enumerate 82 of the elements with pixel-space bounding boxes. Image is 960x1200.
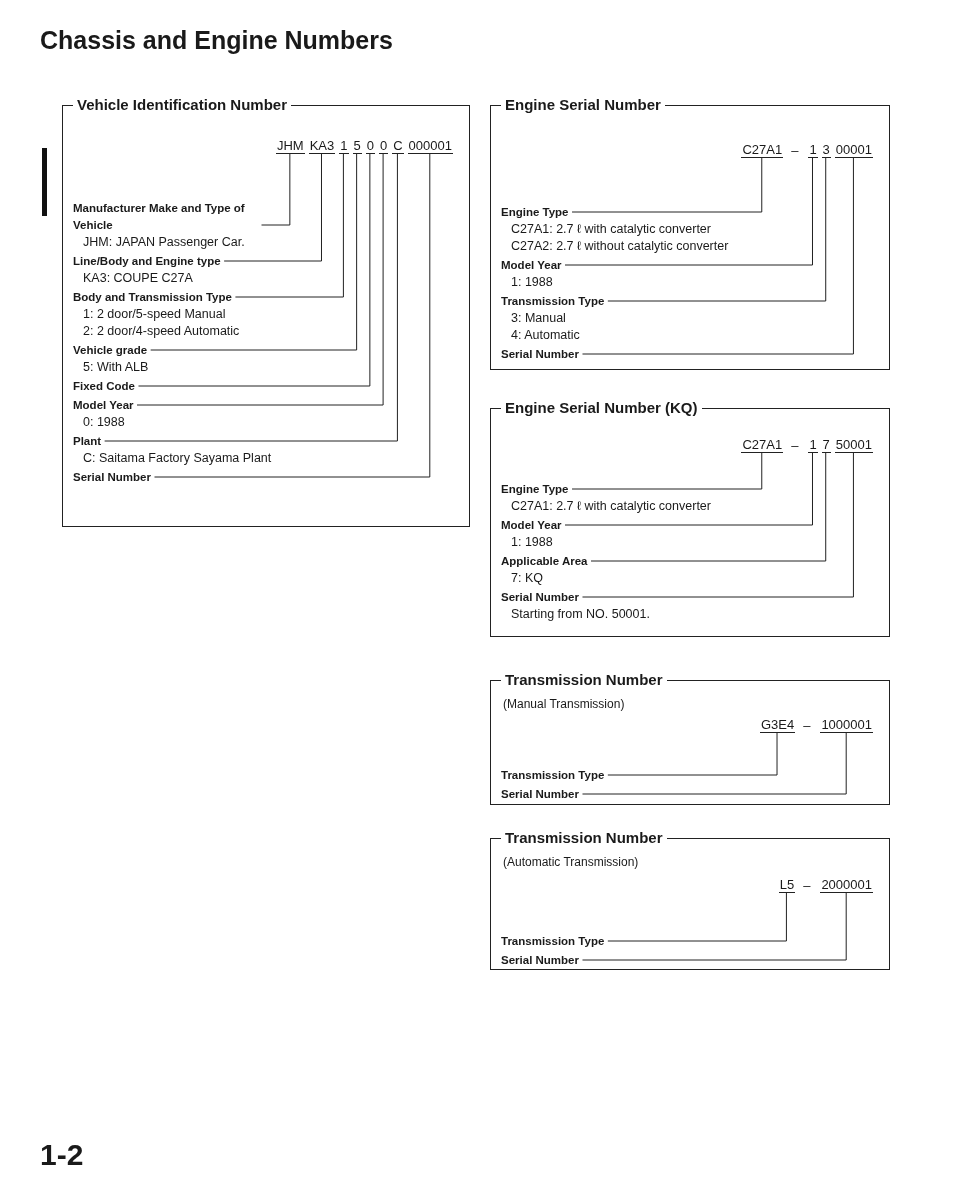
code-segment: G3E4 — [759, 717, 796, 733]
code-segment: JHM — [276, 138, 305, 154]
code-segment: C — [392, 138, 404, 154]
field-description: 2: 2 door/4-speed Automatic — [82, 323, 241, 340]
field-heading: Vehicle grade — [73, 343, 148, 358]
field-heading: Serial Number — [501, 787, 579, 802]
leader-line — [582, 732, 847, 795]
field-heading: Plant — [73, 434, 102, 449]
leader-line — [582, 892, 847, 961]
code-segment: KA3 — [308, 138, 336, 154]
leader-line — [223, 153, 322, 262]
field-description: 1: 1988 — [510, 534, 554, 551]
field-heading: Model Year — [501, 258, 562, 273]
leader-line — [571, 157, 763, 213]
field-description: 7: KQ — [510, 570, 544, 587]
field-heading: Engine Type — [501, 205, 569, 220]
code-segment: 1000001 — [820, 717, 873, 733]
code-segment: 5 — [352, 138, 362, 154]
leader-line — [261, 153, 291, 226]
field-description: 5: With ALB — [82, 359, 150, 376]
field-heading: Transmission Type — [501, 294, 605, 309]
field-heading: Engine Type — [501, 482, 569, 497]
page-number: 1-2 — [40, 1138, 84, 1172]
field-description: C: Saitama Factory Sayama Plant — [82, 450, 273, 467]
field-description: 1: 1988 — [510, 274, 554, 291]
field-description: C27A2: 2.7 ℓ without catalytic converter — [510, 238, 730, 255]
leader-line — [590, 452, 827, 562]
field-heading: Serial Number — [501, 953, 579, 968]
leader-line — [582, 157, 854, 355]
code-segment: 2000001 — [820, 877, 873, 893]
panel-subtitle: (Manual Transmission) — [503, 697, 625, 711]
code-segment: 000001 — [407, 138, 453, 154]
code-segment: 1 — [808, 142, 818, 158]
leader-line — [564, 452, 813, 526]
leader-line — [104, 153, 398, 442]
field-heading: Fixed Code — [73, 379, 135, 394]
leader-line — [564, 157, 813, 266]
field-heading: Applicable Area — [501, 554, 588, 569]
code-separator: – — [791, 143, 799, 158]
code-separator: – — [803, 878, 811, 893]
field-description: JHM: JAPAN Passenger Car. — [82, 234, 246, 251]
leader-line — [571, 452, 763, 490]
field-description: 3: Manual — [510, 310, 567, 327]
field-heading: Body and Transmission Type — [73, 290, 232, 305]
code-separator: – — [791, 438, 799, 453]
code-segment: 50001 — [834, 437, 873, 453]
code-segment: L5 — [778, 877, 796, 893]
code-segment: 0 — [379, 138, 389, 154]
field-description: Starting from NO. 50001. — [510, 606, 651, 623]
leader-line — [607, 732, 778, 776]
field-description: C27A1: 2.7 ℓ with catalytic converter — [510, 221, 712, 238]
field-description: KA3: COUPE C27A — [82, 270, 194, 287]
field-heading: Serial Number — [73, 470, 151, 485]
field-heading: Serial Number — [501, 347, 579, 362]
code-segment: 3 — [821, 142, 831, 158]
field-heading: Model Year — [501, 518, 562, 533]
leader-line — [150, 153, 358, 351]
leader-line — [154, 153, 431, 478]
code-segment: 0 — [365, 138, 375, 154]
field-heading: Line/Body and Engine type — [73, 254, 221, 269]
field-heading: Transmission Type — [501, 768, 605, 783]
code-segment: C27A1 — [741, 142, 784, 158]
field-heading: Manufacturer Make and Type of Vehicle — [73, 201, 246, 233]
field-heading: Serial Number — [501, 590, 579, 605]
field-heading: Model Year — [73, 398, 134, 413]
leader-line — [234, 153, 344, 298]
field-description: C27A1: 2.7 ℓ with catalytic converter — [510, 498, 712, 515]
code-segment: 7 — [821, 437, 831, 453]
field-description: 1: 2 door/5-speed Manual — [82, 306, 227, 323]
leader-line — [582, 452, 854, 598]
field-description: 0: 1988 — [82, 414, 126, 431]
code-segment: 1 — [808, 437, 818, 453]
leader-line — [607, 157, 827, 302]
panel-subtitle: (Automatic Transmission) — [503, 855, 639, 869]
code-segment: 1 — [339, 138, 349, 154]
field-heading: Transmission Type — [501, 934, 605, 949]
code-segment: C27A1 — [741, 437, 784, 453]
code-separator: – — [803, 718, 811, 733]
leader-line — [607, 892, 787, 942]
field-description: 4: Automatic — [510, 327, 581, 344]
code-segment: 00001 — [834, 142, 873, 158]
page-title: Chassis and Engine Numbers — [40, 26, 393, 55]
